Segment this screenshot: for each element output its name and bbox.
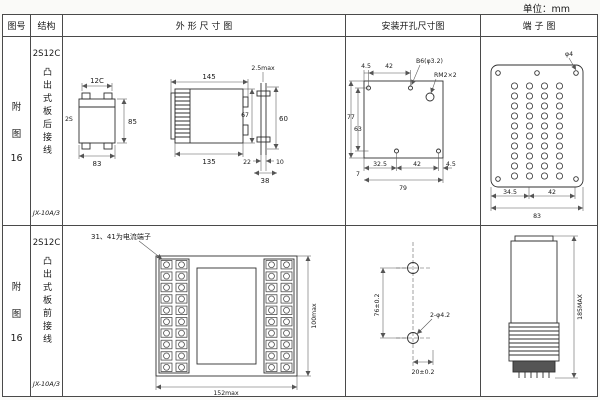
figure-no-char: 16 bbox=[10, 332, 23, 344]
structure-cell-row2: 2S12C 凸出式板前接线 JX-10A/3 bbox=[31, 226, 63, 396]
dim-76: 76±0.2 bbox=[374, 293, 381, 316]
dim-83: 83 bbox=[93, 160, 102, 168]
dim-42-terminal: 42 bbox=[548, 189, 556, 196]
terminal-drawing-row1: φ4 34.5 42 83 bbox=[481, 37, 597, 226]
unit-label: 单位：mm bbox=[522, 4, 570, 15]
figure-no-char: 16 bbox=[10, 152, 23, 164]
mounting-drawing-row2-svg: 76±0.2 2-φ4.2 20±0.2 bbox=[374, 242, 450, 376]
current-terminal-note: 31、41为电流端子 bbox=[91, 232, 151, 241]
figure-no-char: 图 bbox=[11, 128, 22, 140]
terminal-drawing-row2: 185MAX bbox=[481, 226, 597, 396]
dim-20: 20±0.2 bbox=[412, 369, 435, 376]
dim-77: 77 bbox=[347, 114, 355, 121]
figure-no-cell-row1: 附 图 16 bbox=[3, 37, 31, 226]
panel-section-view bbox=[256, 83, 271, 155]
outline-drawing-row1-svg: 12C 2S 83 85 145 135 bbox=[65, 65, 288, 185]
mounting-drawing-row1: 4.5 42 B6(φ3.2) RM2×2 77 63 7 32.5 42 4.… bbox=[346, 37, 481, 226]
dimension-lines-long-view bbox=[170, 79, 255, 157]
dim-32-5: 32.5 bbox=[373, 161, 387, 168]
dim-22: 22 bbox=[243, 159, 251, 166]
dim-79: 79 bbox=[399, 185, 407, 192]
dim-7: 7 bbox=[356, 171, 360, 178]
dim-2-phi4-2: 2-φ4.2 bbox=[430, 312, 450, 319]
dim-34-5: 34.5 bbox=[503, 189, 517, 196]
centerlines bbox=[396, 242, 430, 368]
figure-no-char: 图 bbox=[11, 308, 22, 320]
mounting-dimension-lines-row2 bbox=[380, 267, 434, 365]
dim-135: 135 bbox=[202, 158, 215, 166]
structure-cell-row1: 2S12C 凸出式板后接线 JX-10A/3 bbox=[31, 37, 63, 226]
dim-42-bottom: 42 bbox=[413, 161, 421, 168]
header-terminal-diagram: 端 子 图 bbox=[481, 15, 597, 37]
dim-185max: 185MAX bbox=[577, 293, 584, 319]
header-mounting-dims: 安装开孔尺寸图 bbox=[346, 15, 481, 37]
dim-60: 60 bbox=[279, 115, 288, 123]
dim-2-5max: 2.5max bbox=[251, 65, 275, 72]
structure-description: 凸出式板后接线 bbox=[41, 67, 51, 158]
outline-drawing-row1: 12C 2S 83 85 145 135 bbox=[63, 37, 346, 226]
figure-no-cell-row2: 附 图 16 bbox=[3, 226, 31, 396]
dim-2s: 2S bbox=[65, 116, 73, 123]
relay-rear-side-view bbox=[508, 235, 560, 378]
dim-67: 67 bbox=[241, 112, 249, 119]
dim-phi4: φ4 bbox=[565, 51, 573, 58]
dim-10: 10 bbox=[276, 159, 284, 166]
dim-63: 63 bbox=[354, 126, 362, 133]
mounting-drawing-row2: 76±0.2 2-φ4.2 20±0.2 bbox=[346, 226, 481, 396]
model-label: 2S12C bbox=[32, 238, 61, 248]
relay-side-view-long bbox=[170, 88, 249, 144]
callout-b6: B6(φ3.2) bbox=[416, 58, 443, 65]
relay-type-label: JX-10A/3 bbox=[32, 209, 61, 217]
terminal-hole-grid bbox=[507, 81, 567, 181]
mounting-drawing-row1-svg: 4.5 42 B6(φ3.2) RM2×2 77 63 7 32.5 42 4.… bbox=[347, 58, 457, 192]
header-outline-dims: 外 形 尺 寸 图 bbox=[63, 15, 346, 37]
dim-4-5-top: 4.5 bbox=[361, 63, 371, 70]
outline-drawing-row2: 31、41为电流端子 152max 100max bbox=[63, 226, 346, 396]
header-structure: 结构 bbox=[31, 15, 63, 37]
outline-drawing-row2-svg: 31、41为电流端子 152max 100max bbox=[91, 232, 318, 396]
figure-no-char: 附 bbox=[11, 101, 22, 113]
relay-side-view-small bbox=[78, 92, 116, 150]
figure-no-char: 附 bbox=[11, 281, 22, 293]
dim-38: 38 bbox=[261, 177, 270, 185]
dim-152max: 152max bbox=[213, 390, 239, 396]
drawing-table: 图号 结构 外 形 尺 寸 图 安装开孔尺寸图 端 子 图 附 图 16 2S1… bbox=[2, 14, 598, 397]
dim-100max: 100max bbox=[311, 303, 318, 329]
dim-83-terminal: 83 bbox=[533, 213, 541, 220]
terminal-strip-right bbox=[264, 259, 294, 373]
terminal-drawing-row2-svg: 185MAX bbox=[508, 235, 584, 379]
terminal-dimension-lines bbox=[490, 57, 584, 211]
relay-type-label: JX-10A/3 bbox=[32, 380, 61, 388]
structure-description: 凸出式板前接线 bbox=[41, 256, 51, 347]
side-view-dimension-lines bbox=[553, 235, 578, 379]
dimension-lines-panel-view bbox=[253, 72, 279, 176]
terminal-drawing-row1-svg: φ4 34.5 42 83 bbox=[490, 51, 584, 220]
dim-145: 145 bbox=[202, 73, 215, 81]
model-label: 2S12C bbox=[32, 49, 61, 59]
dimension-lines-small-view bbox=[78, 83, 127, 159]
header-figure-no: 图号 bbox=[3, 15, 31, 37]
callout-rm2: RM2×2 bbox=[434, 72, 457, 79]
front-view-dimension-lines bbox=[138, 240, 311, 390]
dim-85: 85 bbox=[128, 118, 137, 126]
terminal-strip-left bbox=[159, 259, 189, 373]
dim-42-top: 42 bbox=[385, 63, 393, 70]
mounting-dimension-lines bbox=[348, 64, 452, 183]
terminal-plate bbox=[490, 64, 584, 188]
dim-4-5-bottom: 4.5 bbox=[446, 161, 456, 168]
dim-12c: 12C bbox=[90, 77, 104, 85]
